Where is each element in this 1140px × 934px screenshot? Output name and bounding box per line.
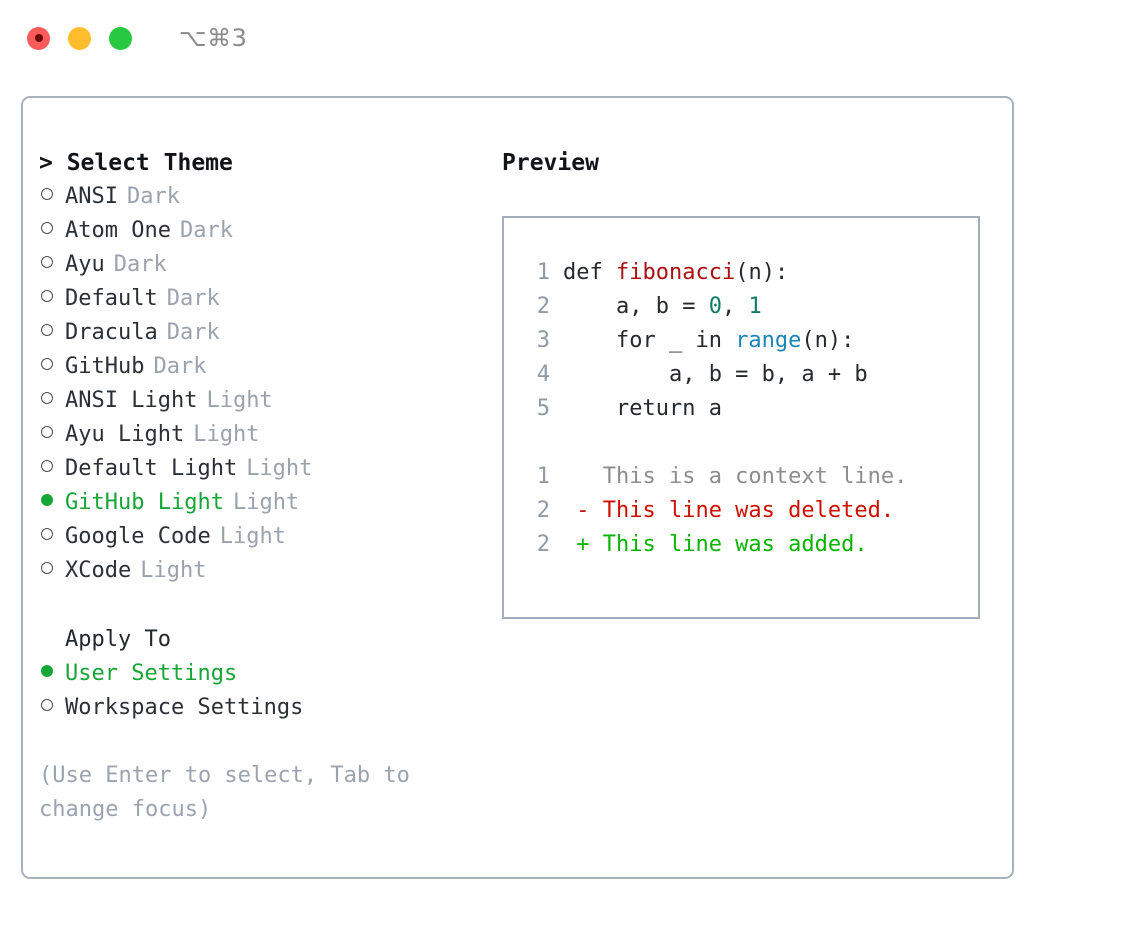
- code-token: (n):: [735, 260, 789, 285]
- theme-kind-badge: Light: [193, 422, 260, 447]
- keyboard-hint-text: (Use Enter to select, Tab to change focu…: [39, 763, 410, 822]
- theme-kind-badge: Light: [206, 388, 273, 413]
- theme-kind-badge: Light: [140, 558, 207, 583]
- theme-name: Ayu Light: [65, 422, 185, 447]
- code-diff-separator: [522, 426, 978, 460]
- code-token: range: [735, 328, 802, 353]
- theme-name: Ayu: [65, 252, 105, 277]
- line-number: 2: [536, 294, 550, 319]
- diff-marker: +: [563, 532, 590, 557]
- keyboard-shortcut-label: ⌥⌘3: [179, 24, 248, 52]
- diff-sample: 1 This is a context line.2 - This line w…: [522, 460, 978, 562]
- diff-marker: [563, 460, 589, 494]
- theme-kind-badge: Dark: [126, 184, 180, 209]
- apply-to-label: User Settings: [65, 661, 238, 686]
- code-line: 4 a, b = b, a + b: [522, 358, 978, 392]
- code-token: 0: [708, 294, 722, 319]
- close-button[interactable]: [27, 26, 50, 50]
- theme-list-item[interactable]: Google Code Light: [39, 520, 485, 554]
- diff-text: This is a context line.: [589, 464, 908, 489]
- code-token: ,: [721, 294, 749, 319]
- theme-list-item[interactable]: Atom One Dark: [39, 214, 485, 248]
- theme-kind-badge: Dark: [113, 252, 167, 277]
- diff-text: This line was added.: [589, 532, 868, 557]
- theme-kind-badge: Light: [246, 456, 313, 481]
- code-token: (n):: [801, 328, 855, 353]
- title-bar: ⌥⌘3: [0, 0, 1140, 76]
- theme-list-item[interactable]: GitHub Light Light: [39, 486, 485, 520]
- line-number: 1: [536, 260, 550, 285]
- code-line: 1 def fibonacci(n):: [522, 256, 978, 290]
- code-token: fibonacci: [615, 260, 736, 285]
- code-token: a, b = b, a + b: [563, 362, 868, 387]
- apply-to-label: Workspace Settings: [65, 695, 304, 720]
- theme-list-item[interactable]: Ayu Dark: [39, 248, 485, 282]
- apply-to-option[interactable]: Workspace Settings: [39, 691, 485, 725]
- theme-name: GitHub Light: [65, 490, 224, 515]
- select-theme-header: > Select Theme: [39, 150, 233, 176]
- theme-name: Default Light: [65, 456, 238, 481]
- code-token: for _ in: [563, 328, 736, 353]
- theme-kind-badge: Dark: [166, 320, 220, 345]
- maximize-button[interactable]: [109, 26, 132, 50]
- theme-name: GitHub: [65, 354, 145, 379]
- theme-name: ANSI Light: [65, 388, 198, 413]
- code-token: def: [563, 260, 616, 285]
- theme-kind-badge: Light: [232, 490, 300, 515]
- diff-line: 2 + This line was added.: [522, 528, 978, 562]
- theme-list-item[interactable]: ANSI Dark: [39, 180, 485, 214]
- traffic-light-group: [27, 26, 132, 50]
- apply-to-option[interactable]: User Settings: [39, 657, 485, 691]
- diff-text: This line was deleted.: [589, 498, 895, 523]
- theme-list-item[interactable]: Default Dark: [39, 282, 485, 316]
- diff-marker: -: [563, 498, 590, 523]
- minimize-button[interactable]: [68, 26, 91, 50]
- theme-list-item[interactable]: Dracula Dark: [39, 316, 485, 350]
- theme-name: ANSI: [65, 184, 118, 209]
- code-token: a, b =: [563, 294, 709, 319]
- theme-list-item[interactable]: GitHub Dark: [39, 350, 485, 384]
- theme-kind-badge: Light: [219, 524, 286, 549]
- theme-list-item[interactable]: Default Light Light: [39, 452, 485, 486]
- line-number: 3: [536, 328, 550, 353]
- theme-name: Default: [65, 286, 158, 311]
- line-number: 5: [536, 396, 550, 421]
- preview-header: Preview: [502, 150, 599, 176]
- theme-kind-badge: Dark: [153, 354, 207, 379]
- diff-line: 1 This is a context line.: [522, 460, 978, 494]
- line-number: 2: [536, 532, 550, 557]
- code-line: 5 return a: [522, 392, 978, 426]
- line-number: 2: [536, 498, 550, 523]
- theme-name: Google Code: [65, 524, 211, 549]
- theme-list-item[interactable]: ANSI Light Light: [39, 384, 485, 418]
- theme-list-item[interactable]: XCode Light: [39, 554, 485, 588]
- theme-name: Atom One: [65, 218, 171, 243]
- diff-line: 2 - This line was deleted.: [522, 494, 978, 528]
- code-line: 2 a, b = 0, 1: [522, 290, 978, 324]
- theme-list-item[interactable]: Ayu Light Light: [39, 418, 485, 452]
- theme-kind-badge: Dark: [179, 218, 233, 243]
- code-token: return a: [563, 396, 722, 421]
- code-line: 3 for _ in range(n):: [522, 324, 978, 358]
- line-number: 4: [536, 362, 550, 387]
- apply-to-header: Apply To: [65, 627, 171, 652]
- theme-kind-badge: Dark: [166, 286, 220, 311]
- line-number: 1: [536, 464, 550, 489]
- theme-name: Dracula: [65, 320, 158, 345]
- theme-name: XCode: [65, 558, 132, 583]
- code-token: 1: [748, 294, 762, 319]
